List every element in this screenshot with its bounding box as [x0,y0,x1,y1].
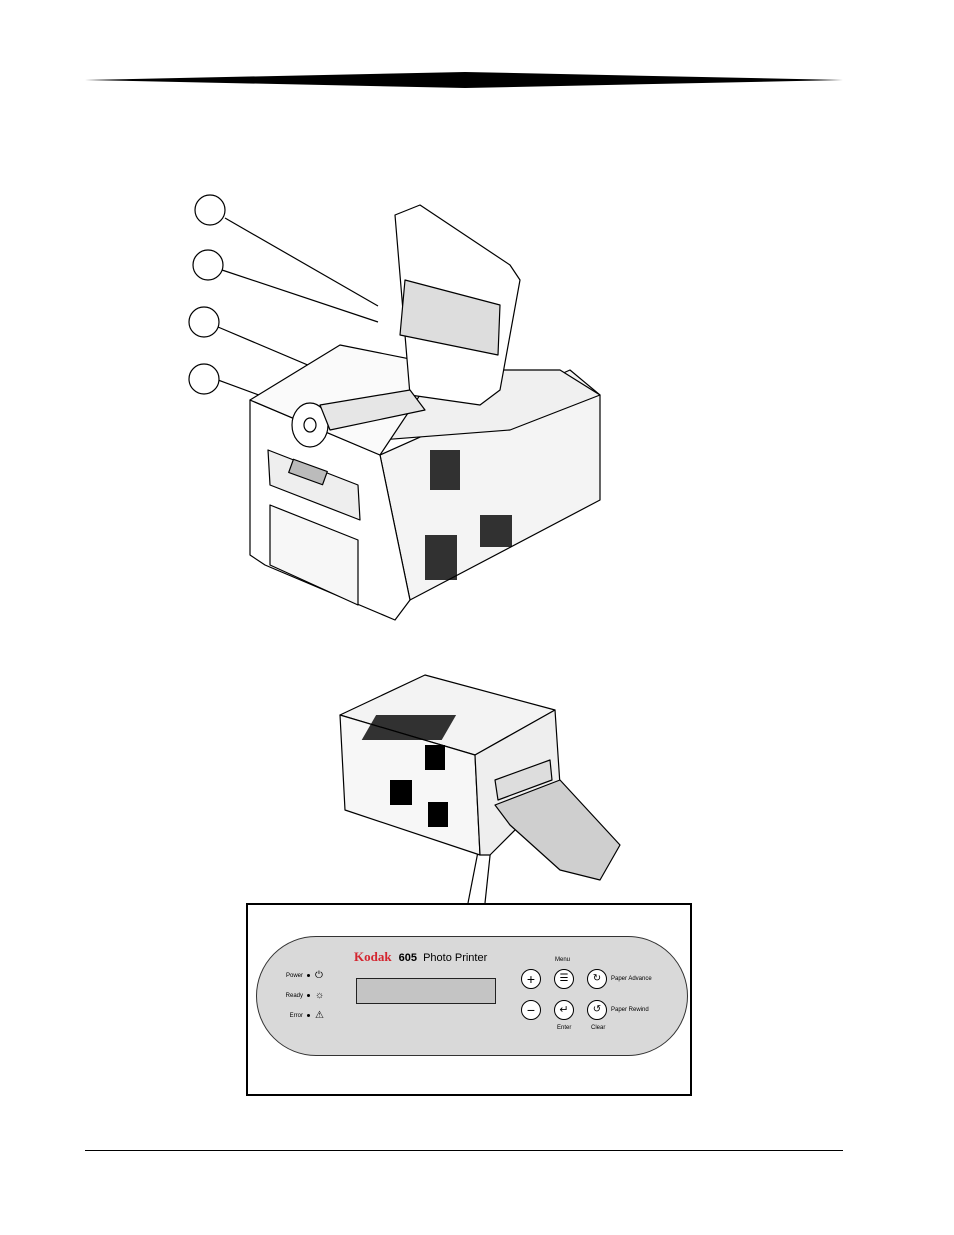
paper-advance-label: Paper Advance [611,976,652,982]
sun-icon: ☼ [315,990,325,1001]
brand-label: Kodak 605 Photo Printer [354,949,487,965]
menu-button[interactable]: ☰ [554,969,574,989]
printer-open-illustration [249,204,601,621]
menu-label: Menu [555,957,571,963]
model-number: 605 [398,952,417,964]
printer-closed-illustration [339,674,621,881]
rewind-icon: ↺ [592,1004,602,1015]
advance-icon: ↻ [592,973,602,984]
header-rule [85,72,843,88]
footer-rule [85,1150,843,1151]
model-name: Photo Printer [423,952,488,964]
paper-rewind-label: Paper Rewind [611,1007,649,1013]
power-indicator: Power⏻ [285,970,323,981]
enter-icon: ↵ [559,1004,569,1016]
power-icon: ⏻ [315,970,323,981]
kodak-logo: Kodak [354,949,392,964]
error-indicator: Error⚠ [289,1010,324,1021]
plus-button[interactable]: + [521,969,541,989]
enter-label: Enter [557,1025,572,1031]
paper-rewind-button[interactable]: ↺ [587,1000,607,1020]
clear-label: Clear [591,1025,606,1031]
control-panel: Kodak 605 Photo Printer Power⏻ Ready☼ Er… [256,936,688,1056]
paper-advance-button[interactable]: ↻ [587,969,607,989]
lcd-display [356,978,496,1004]
menu-icon: ☰ [559,973,569,984]
minus-button[interactable]: − [521,1000,541,1020]
ready-indicator: Ready☼ [285,990,325,1001]
warning-icon: ⚠ [315,1010,324,1021]
enter-button[interactable]: ↵ [554,1000,574,1020]
